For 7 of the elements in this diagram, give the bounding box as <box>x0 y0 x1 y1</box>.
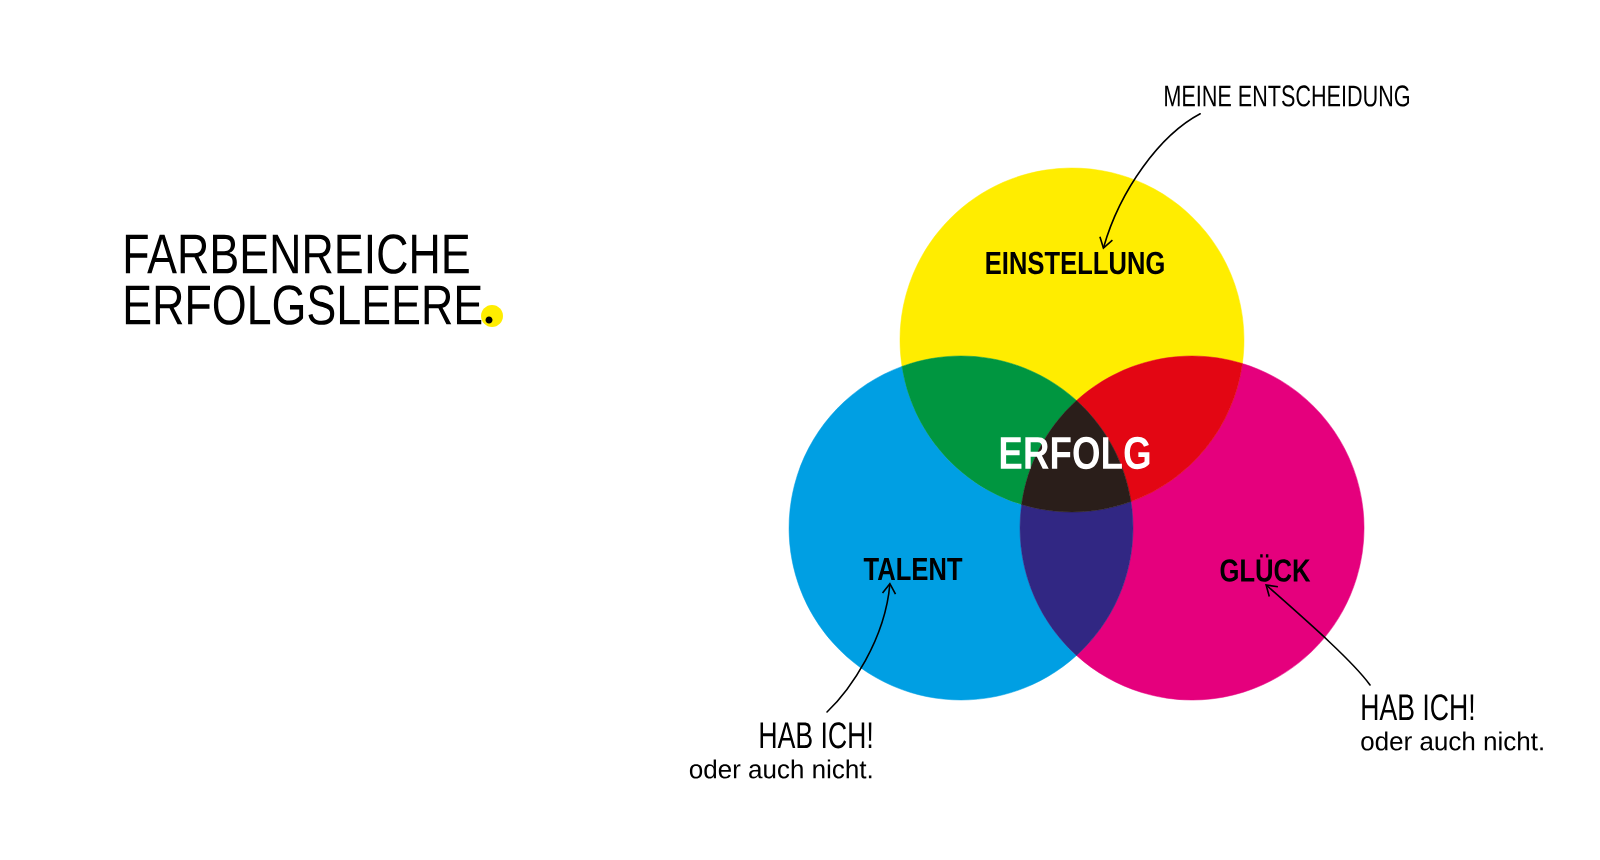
curved-arrow <box>1265 584 1371 686</box>
overlap-region <box>1019 501 1134 656</box>
handwritten-note: MEINE ENTSCHEIDUNG <box>1165 85 1409 107</box>
curved-arrow <box>1099 113 1201 250</box>
handwritten-note: HAB ICH! oder auch nicht. <box>689 722 872 779</box>
title: FARBENREICHE ERFOLGSLEERE <box>125 234 482 325</box>
curved-arrow <box>826 582 897 713</box>
